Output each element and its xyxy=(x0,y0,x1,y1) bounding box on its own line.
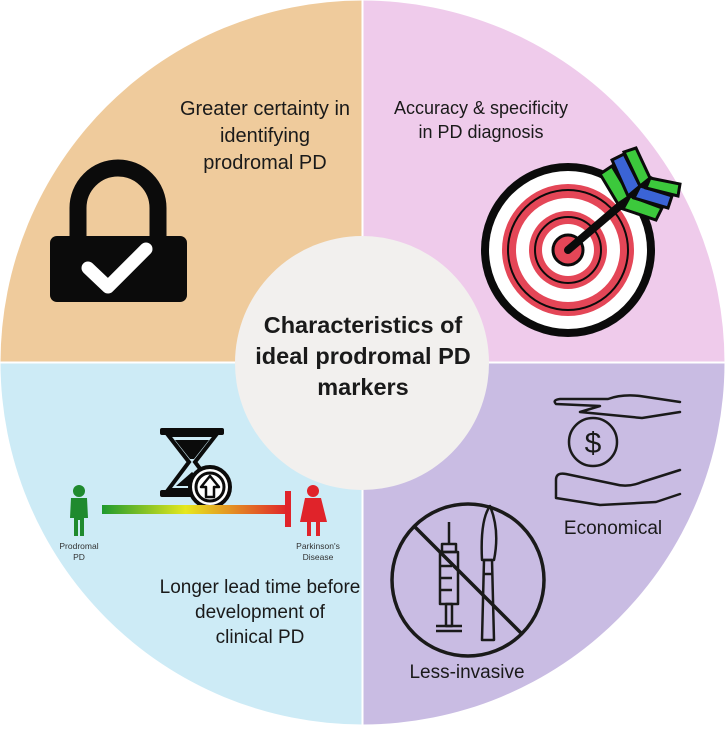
center-title: Characteristics of ideal prodromal PD ma… xyxy=(232,310,494,403)
target-arrow-icon xyxy=(481,146,682,337)
certainty-label: Greater certainty in identifying prodrom… xyxy=(160,96,370,177)
lead-time-label: Longer lead time before development of c… xyxy=(120,575,400,650)
center-title-line-1: Characteristics of xyxy=(263,312,463,338)
dollar-sign-icon: $ xyxy=(585,427,602,460)
scalpel-icon xyxy=(480,504,498,642)
syringe-icon xyxy=(436,522,462,633)
economical-label: Economical xyxy=(563,518,663,539)
padlock-check-icon xyxy=(50,159,187,302)
accuracy-label: Accuracy & specificity in PD diagnosis xyxy=(376,96,586,144)
center-title-line-3: markers xyxy=(317,374,409,400)
certainty-line-3: prodromal PD xyxy=(203,152,327,174)
less-invasive-label: Less-invasive xyxy=(409,662,525,683)
no-syringe-scalpel-icon xyxy=(390,502,546,658)
center-circle xyxy=(235,236,489,490)
up-arrow-circle-icon xyxy=(188,465,232,509)
parkinsons-line-1: Parkinson's xyxy=(296,541,340,551)
lead-time-line-2: development of xyxy=(195,602,325,623)
person-prodromal-icon xyxy=(70,485,88,536)
prodromal-line-2: PD xyxy=(73,552,85,562)
lead-time-line-3: clinical PD xyxy=(215,627,305,648)
accuracy-line-1: Accuracy & specificity xyxy=(393,98,569,118)
center-title-line-2: ideal prodromal PD xyxy=(255,343,471,369)
parkinsons-line-2: Disease xyxy=(302,552,334,562)
prodromal-line-1: Prodromal xyxy=(59,541,99,551)
person-parkinsons-icon xyxy=(300,485,327,536)
certainty-line-1: Greater certainty in xyxy=(179,98,351,120)
parkinsons-disease-label: Parkinson's Disease xyxy=(278,541,358,563)
accuracy-line-2: in PD diagnosis xyxy=(418,122,544,142)
hands-dollar-icon xyxy=(553,394,682,507)
certainty-line-2: identifying xyxy=(219,125,311,147)
lead-time-bar xyxy=(102,505,288,514)
prodromal-pd-label: Prodromal PD xyxy=(44,541,114,563)
arrow-fletching xyxy=(597,146,682,222)
lead-time-line-1: Longer lead time before xyxy=(159,577,361,598)
lead-time-end-marker xyxy=(285,491,291,527)
